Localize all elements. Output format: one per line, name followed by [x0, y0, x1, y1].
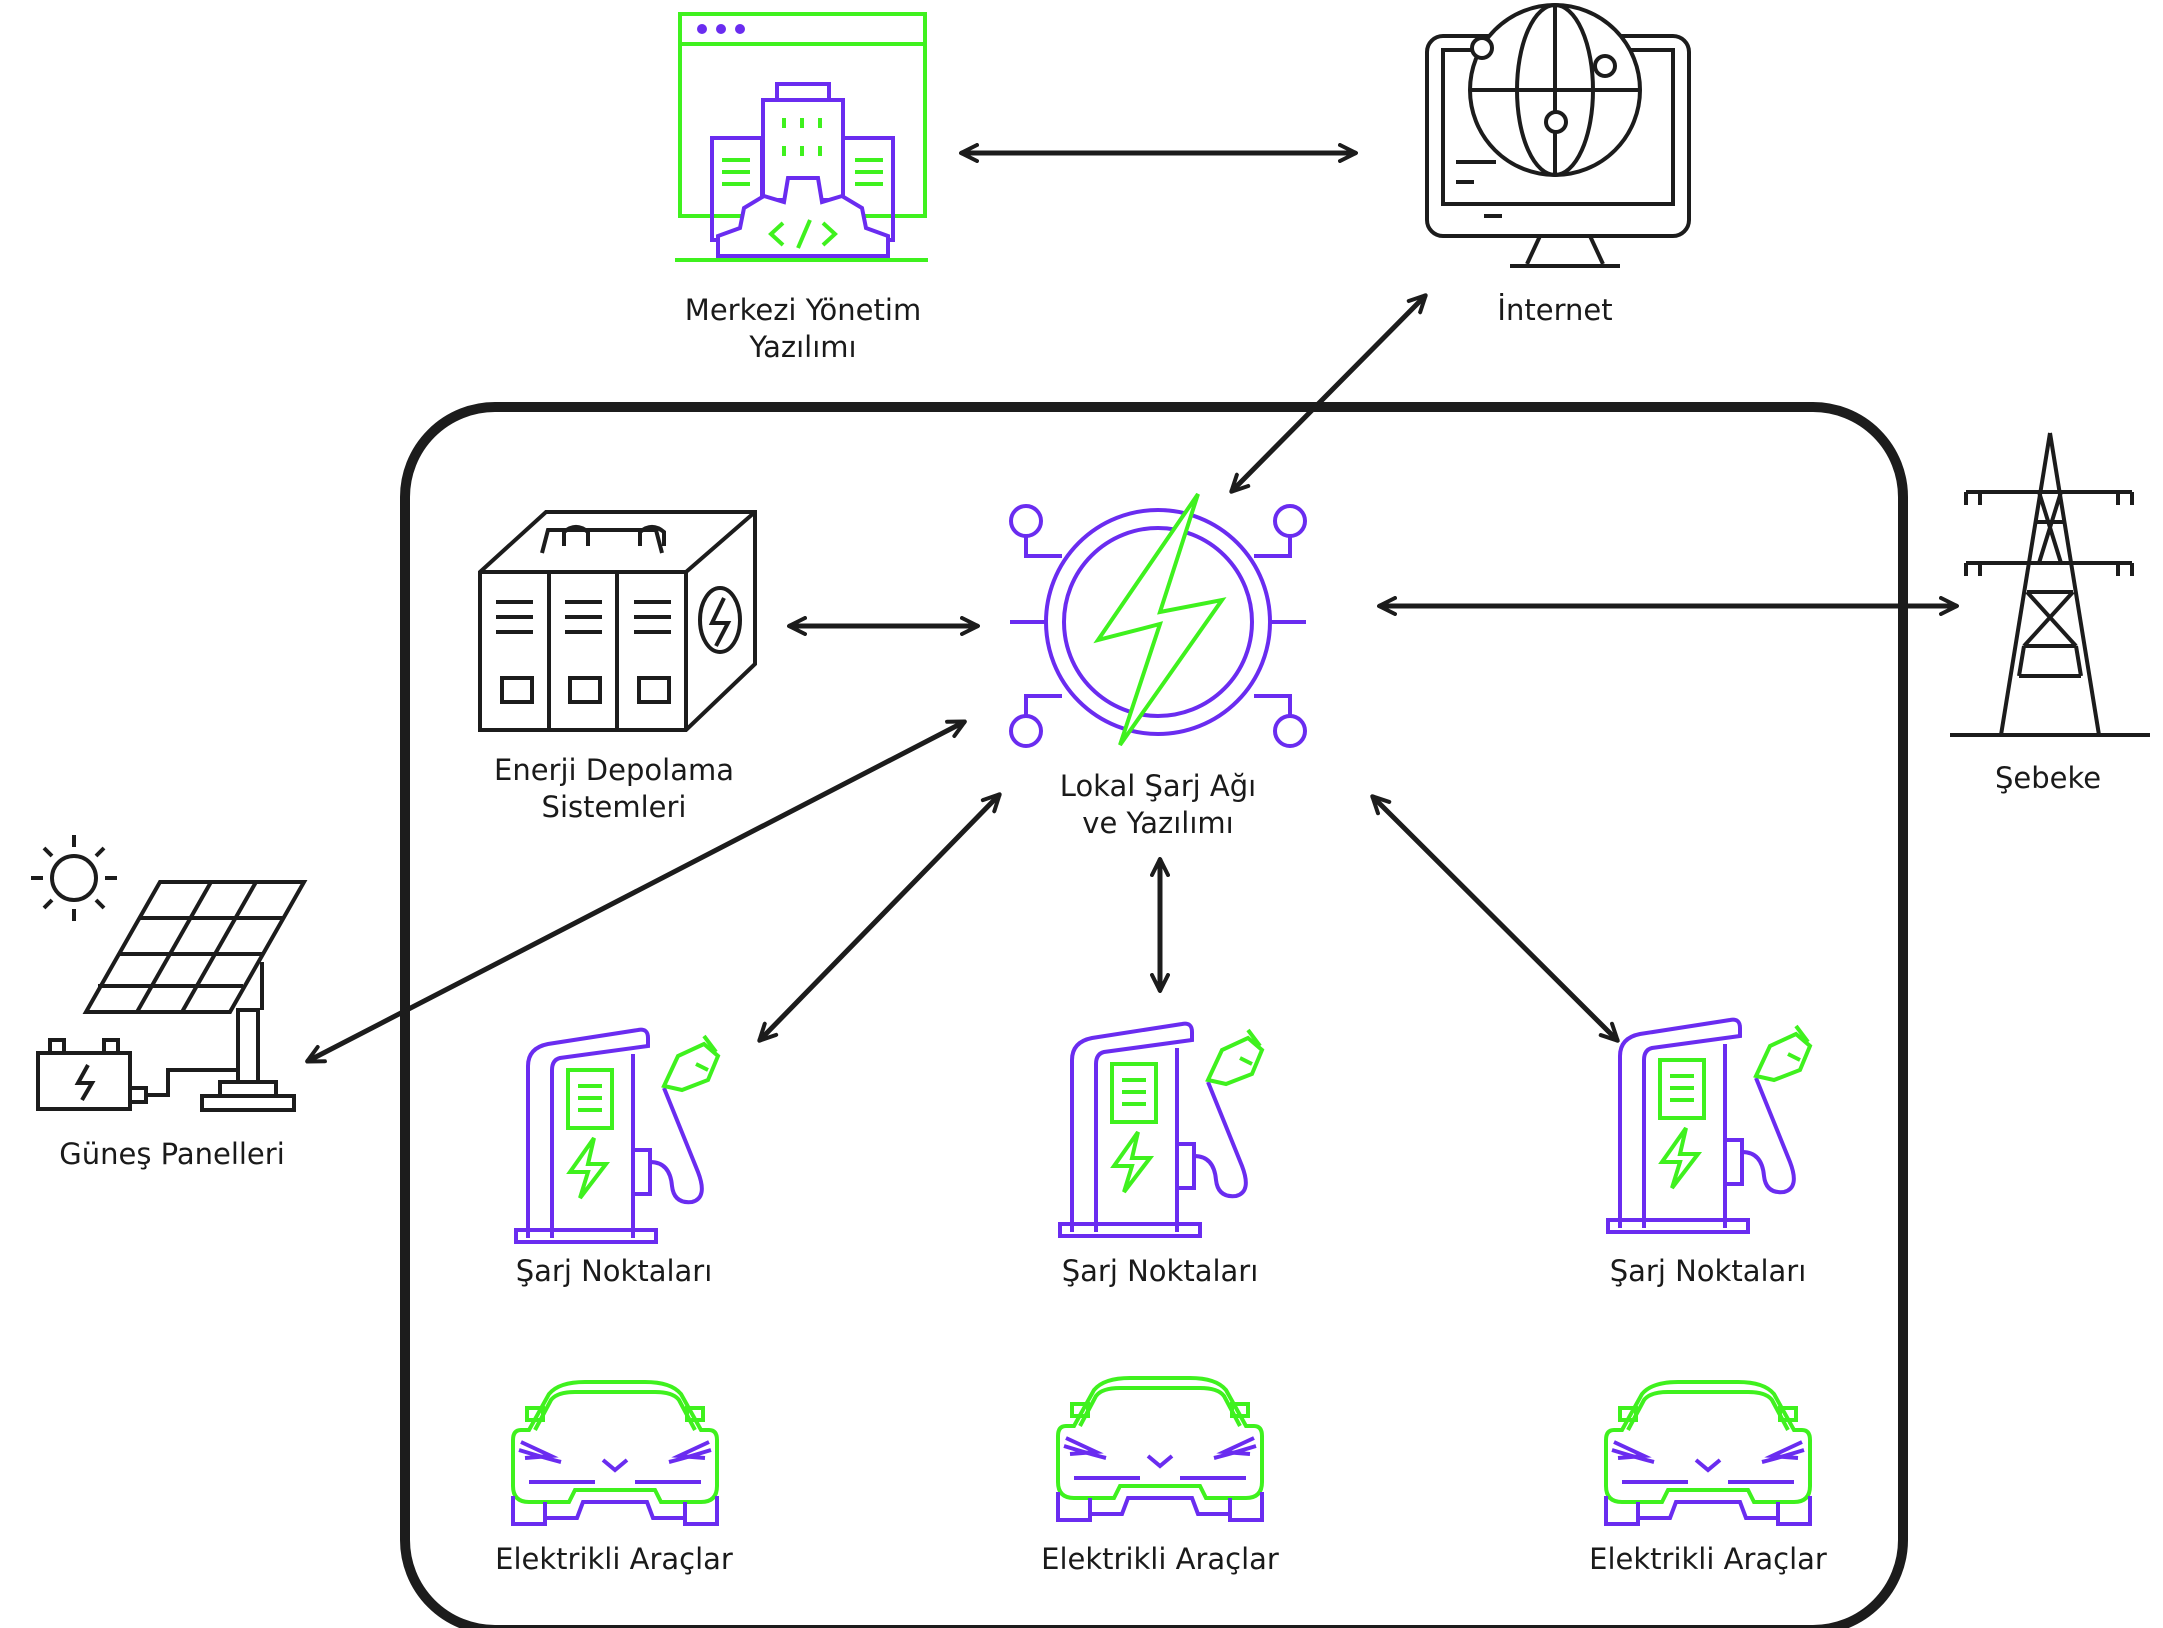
globe-monitor-icon — [1425, 3, 1691, 268]
label-central-software: Merkezi Yönetim Yazılımı — [685, 292, 921, 366]
label-line: Yazılımı — [749, 330, 857, 364]
solar-panel-icon — [31, 835, 308, 1112]
label-line: Enerji Depolama — [494, 753, 734, 787]
label-line: Lokal Şarj Ağı — [1059, 769, 1257, 803]
label-grid: Şebeke — [1994, 761, 2102, 795]
label-energy-storage: Enerji Depolama Sistemleri — [494, 752, 734, 826]
arrow-local-charger-3 — [1370, 794, 1620, 1043]
label-charging-point: Şarj Noktaları — [515, 1254, 713, 1288]
label-electric-vehicle: Elektrikli Araçlar — [1589, 1542, 1827, 1576]
arrow-local-charger-1 — [757, 792, 1002, 1043]
transmission-tower-icon — [1950, 432, 2150, 737]
ev-charger-icon — [1606, 1017, 1812, 1234]
label-electric-vehicle: Elektrikli Araçlar — [495, 1542, 733, 1576]
connections — [305, 143, 1959, 1064]
building-gear-code-icon — [675, 12, 928, 262]
ev-charger-icon — [1058, 1021, 1264, 1238]
battery-cabinet-icon — [478, 510, 757, 732]
label-line: Merkezi Yönetim — [684, 293, 922, 327]
label-local-network: Lokal Şarj Ağı ve Yazılımı — [1060, 768, 1256, 842]
lightning-circuit-icon — [1009, 492, 1307, 748]
electric-car-icon — [1056, 1376, 1264, 1522]
label-charging-point: Şarj Noktaları — [1061, 1254, 1259, 1288]
arrow-solar-local — [305, 719, 967, 1064]
label-line: ve Yazılımı — [1082, 806, 1234, 840]
ev-charger-icon — [514, 1027, 720, 1244]
electric-car-icon — [511, 1380, 719, 1526]
label-charging-point: Şarj Noktaları — [1609, 1254, 1807, 1288]
label-electric-vehicle: Elektrikli Araçlar — [1041, 1542, 1279, 1576]
arrow-internet-local — [1229, 293, 1428, 494]
label-solar: Güneş Panelleri — [59, 1137, 285, 1171]
label-internet: İnternet — [1497, 293, 1613, 327]
label-line: Sistemleri — [541, 790, 687, 824]
electric-car-icon — [1604, 1380, 1812, 1526]
